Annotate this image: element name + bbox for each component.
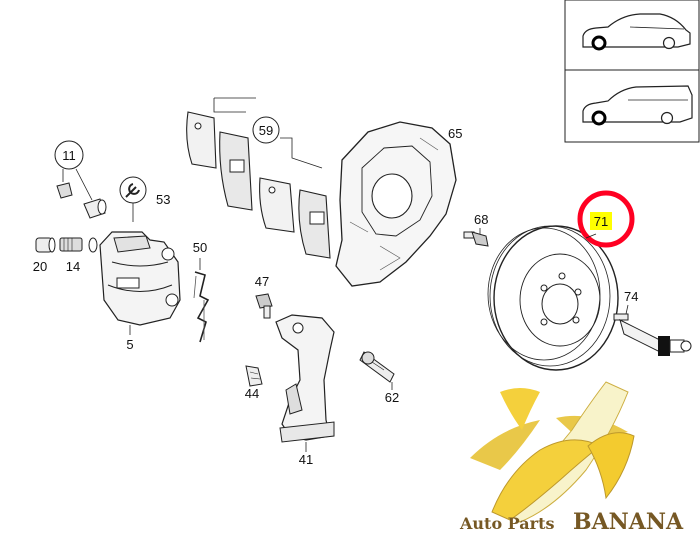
wagon-icon[interactable] [566, 71, 698, 141]
part-41-bracket[interactable]: 41 [275, 314, 335, 467]
part-53-label: 53 [156, 192, 170, 207]
part-59-brake-pads[interactable]: 59 [186, 97, 331, 259]
part-65-label: 65 [448, 126, 462, 141]
part-50-label: 50 [193, 240, 207, 255]
part-68-bolt[interactable]: 68 [463, 212, 489, 247]
part-74-label: 74 [624, 289, 638, 304]
watermark: Auto Parts BANANA [459, 381, 684, 535]
part-11-label: 11 [62, 148, 76, 163]
part-68-label: 68 [474, 212, 488, 227]
part-71-brake-disc[interactable]: 71 [487, 190, 635, 371]
part-14-label: 14 [66, 259, 80, 274]
sedan-icon[interactable] [566, 1, 698, 69]
part-20[interactable]: 20 [33, 237, 56, 274]
part-44-pin[interactable]: 44 [245, 365, 263, 401]
brand-small: Auto Parts [459, 514, 554, 533]
part-62-label: 62 [385, 390, 399, 405]
banana-icon [470, 381, 635, 523]
part-71-label: 71 [594, 214, 608, 229]
part-5-label: 5 [126, 337, 133, 352]
part-47-bolt[interactable]: 47 [255, 274, 273, 319]
part-59-label: 59 [259, 123, 273, 138]
part-74-stud[interactable]: 74 [613, 289, 692, 356]
part-14[interactable]: 14 [59, 237, 98, 274]
part-5-caliper[interactable]: 5 [99, 231, 181, 352]
brand-large: BANANA [573, 509, 684, 535]
part-65-splash-shield[interactable]: 65 [335, 121, 462, 287]
highlight-box [590, 212, 612, 230]
part-50-spring[interactable]: 50 [193, 240, 210, 343]
part-53[interactable]: 53 [119, 176, 170, 222]
highlight-circle [577, 190, 635, 248]
vehicle-selector [564, 0, 700, 143]
part-62-bleed-valve[interactable]: 62 [359, 351, 399, 405]
part-20-label: 20 [33, 259, 47, 274]
part-11[interactable]: 11 [54, 140, 107, 219]
part-41-label: 41 [299, 452, 313, 467]
part-47-label: 47 [255, 274, 269, 289]
part-44-label: 44 [245, 386, 259, 401]
